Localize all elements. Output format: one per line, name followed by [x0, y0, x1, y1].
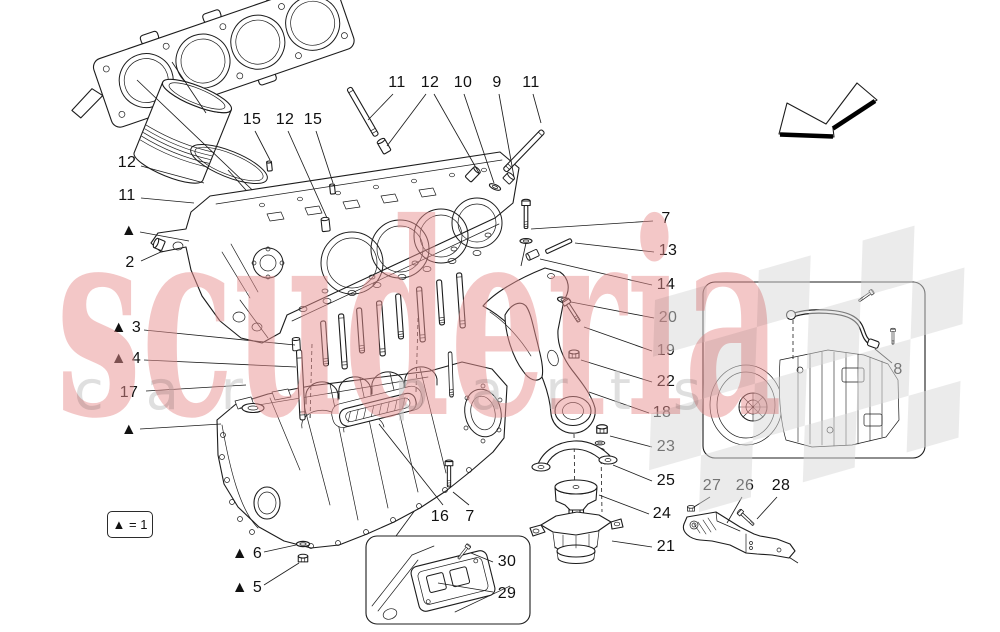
engine-block: [150, 151, 520, 344]
liner-o-ring: [190, 143, 268, 185]
callout-label-18-24: 18: [652, 404, 672, 421]
callout-label-30-31: 30: [497, 553, 517, 570]
engine-mount: [529, 433, 624, 564]
callout-label-15-7: 15: [303, 111, 323, 128]
dashed-axes: [309, 317, 419, 422]
callout-label-13-19: 13: [658, 242, 678, 259]
callout-label-11-0: 11: [388, 74, 406, 91]
callout-label-12-1: 12: [420, 74, 440, 91]
callout-label-12-8: 12: [117, 154, 137, 171]
engine-mount-bracket: [482, 267, 596, 434]
legend-text: ▲ = 1: [112, 517, 148, 532]
callout-label-24-27: 24: [652, 505, 672, 522]
callout-label-9-3: 9: [492, 74, 502, 91]
callout-label-11-4: 11: [522, 74, 540, 91]
callout-label-▲4-13: ▲ 4: [110, 350, 142, 367]
callout-label-12-6: 12: [275, 111, 295, 128]
inset-gasket-detail: [365, 535, 531, 625]
callout-label-▲-15: ▲: [120, 421, 138, 438]
head-gasket: [71, 0, 355, 128]
cylinder-liner: [133, 78, 233, 184]
callout-label-▲6-16: ▲ 6: [231, 545, 263, 562]
callout-label-26-34: 26: [735, 477, 755, 494]
callout-label-7-18: 7: [661, 210, 671, 227]
callout-label-▲3-12: ▲ 3: [110, 319, 142, 336]
callout-label-▲-10: ▲: [120, 222, 138, 239]
callout-label-2-11: 2: [125, 254, 135, 271]
legend-box: ▲ = 1: [107, 511, 153, 538]
callout-label-21-28: 21: [656, 538, 676, 555]
callout-label-20-21: 20: [658, 309, 678, 326]
callout-label-10-2: 10: [453, 74, 473, 91]
crankcase-gasket: [331, 385, 423, 428]
callout-label-15-5: 15: [242, 111, 262, 128]
callout-label-14-20: 14: [656, 276, 676, 293]
callout-label-▲5-17: ▲ 5: [231, 579, 263, 596]
callout-label-25-26: 25: [656, 472, 676, 489]
callout-label-19-22: 19: [656, 342, 676, 359]
callout-label-28-35: 28: [771, 477, 791, 494]
callout-label-27-33: 27: [702, 477, 722, 494]
callout-label-29-32: 29: [497, 585, 517, 602]
callout-label-22-23: 22: [656, 373, 676, 390]
callout-label-11-9: 11: [118, 187, 136, 204]
callout-label-8-36: 8: [893, 361, 903, 378]
direction-arrow-icon: [778, 82, 878, 139]
callout-label-23-25: 23: [656, 438, 676, 455]
leader-lines: [139, 93, 893, 593]
callout-label-7-30: 7: [465, 508, 475, 525]
lower-crankcase: [216, 361, 508, 549]
support-bracket: [682, 505, 796, 559]
callout-label-16-29: 16: [430, 508, 450, 525]
callout-label-17-14: 17: [119, 384, 139, 401]
